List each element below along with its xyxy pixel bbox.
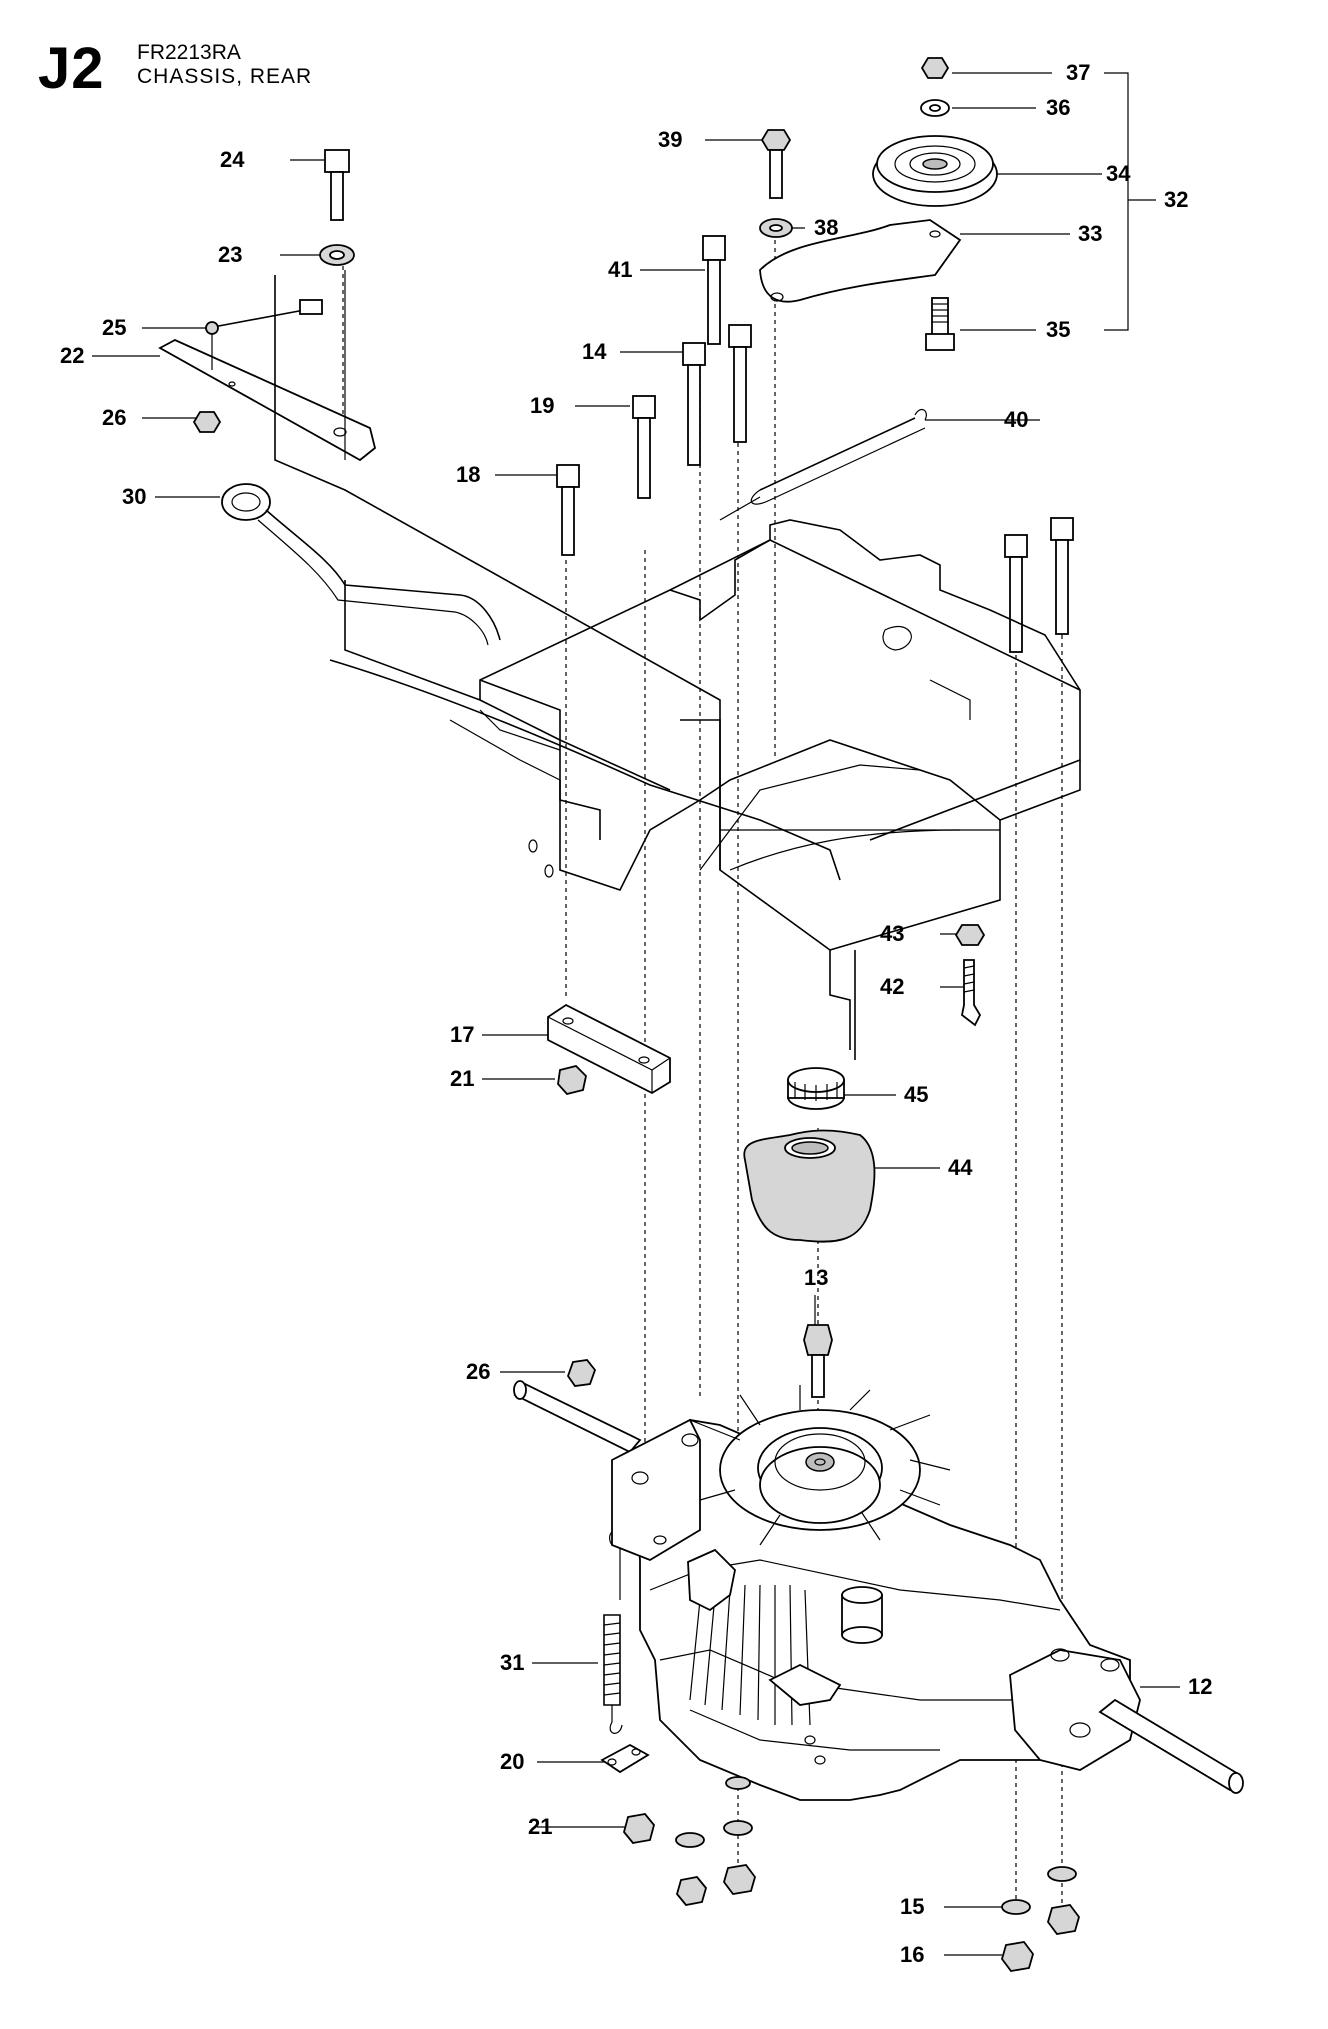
callout-13: 13 xyxy=(804,1265,829,1290)
callout-26-upper: 26 xyxy=(102,405,127,430)
diagram-title: CHASSIS, REAR xyxy=(137,65,313,88)
chassis-frame xyxy=(274,270,1081,1060)
callout-19: 19 xyxy=(530,393,555,418)
callout-26-lower: 26 xyxy=(466,1359,491,1384)
callout-24: 24 xyxy=(220,147,245,172)
model-number: FR2213RA xyxy=(137,41,241,64)
callout-39: 39 xyxy=(658,127,683,152)
callout-33: 33 xyxy=(1078,221,1103,246)
bolts xyxy=(319,149,1074,1398)
callout-30: 30 xyxy=(122,484,147,509)
callout-22: 22 xyxy=(60,343,85,368)
spring-31 xyxy=(600,1530,655,1844)
callout-40: 40 xyxy=(1004,407,1029,432)
small-hardware xyxy=(547,924,986,1387)
callout-41: 41 xyxy=(608,257,633,282)
callout-31: 31 xyxy=(500,1650,525,1675)
callout-42: 42 xyxy=(880,974,905,999)
callout-17: 17 xyxy=(450,1022,475,1047)
callout-45: 45 xyxy=(904,1082,929,1107)
callout-34: 34 xyxy=(1106,161,1131,186)
spring-40 xyxy=(719,408,927,521)
brake-lever-linkage xyxy=(158,299,377,462)
callout-32: 32 xyxy=(1164,187,1189,212)
callout-25: 25 xyxy=(102,315,127,340)
callout-15: 15 xyxy=(900,1894,925,1919)
idler-pulley-assembly xyxy=(759,57,998,351)
callout-21-upper: 21 xyxy=(450,1066,475,1091)
callout-37: 37 xyxy=(1066,60,1091,85)
control-rod-30 xyxy=(221,483,501,646)
assembly-centerlines xyxy=(342,240,1063,1910)
callout-21-lower: 21 xyxy=(528,1814,553,1839)
callout-44: 44 xyxy=(948,1155,973,1180)
callout-43: 43 xyxy=(880,921,905,946)
transaxle-unit xyxy=(513,1380,1244,1801)
oil-reservoir xyxy=(743,1067,876,1243)
callout-38: 38 xyxy=(814,215,839,240)
callout-12: 12 xyxy=(1188,1674,1213,1699)
callout-23: 23 xyxy=(218,242,243,267)
callout-20: 20 xyxy=(500,1749,525,1774)
callout-14: 14 xyxy=(582,339,607,364)
callout-16: 16 xyxy=(900,1942,925,1967)
bottom-nuts-washers xyxy=(675,1776,1080,1972)
callout-35: 35 xyxy=(1046,317,1071,342)
callout-18: 18 xyxy=(456,462,481,487)
section-code: J2 xyxy=(38,36,105,101)
leader-lines xyxy=(92,72,1180,1956)
callout-36: 36 xyxy=(1046,95,1071,120)
